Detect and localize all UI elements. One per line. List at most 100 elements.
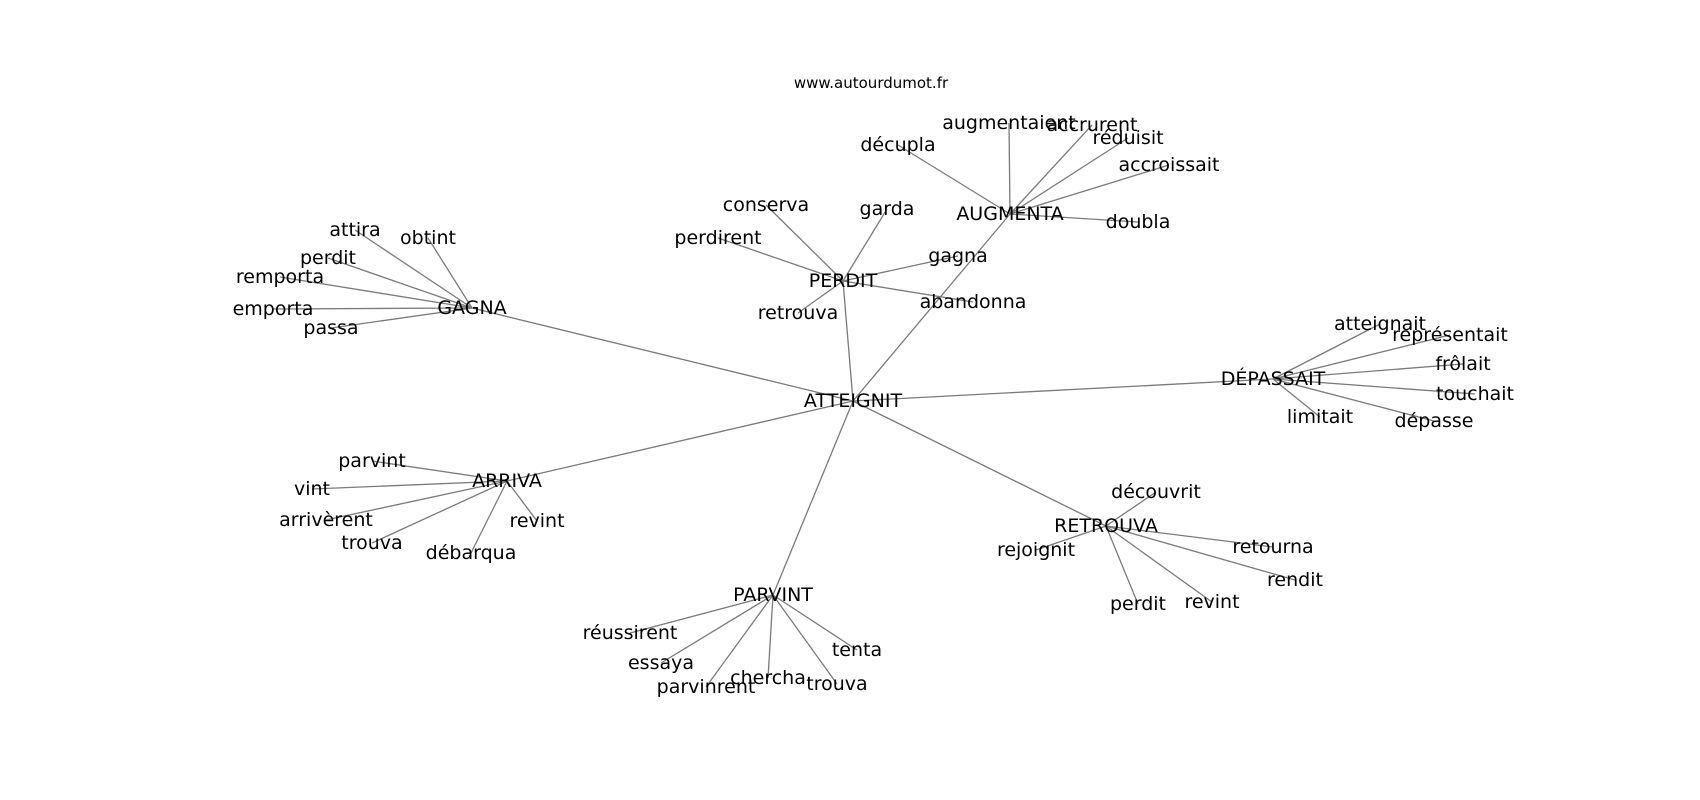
leaf-node-label[interactable]: conserva	[723, 194, 809, 216]
edge-hub-leaf	[1105, 525, 1213, 603]
edge-hub-leaf	[897, 144, 1011, 215]
hub-node-label[interactable]: GAGNA	[437, 297, 506, 319]
edge-root-hub	[471, 307, 854, 402]
leaf-node-label[interactable]: attira	[329, 219, 380, 241]
edge-hub-leaf	[1272, 378, 1476, 395]
leaf-node-label[interactable]: réussirent	[583, 622, 678, 644]
edge-hub-leaf	[1105, 525, 1139, 605]
leaf-node-label[interactable]: accroissait	[1118, 154, 1219, 176]
leaf-node-label[interactable]: découvrit	[1111, 481, 1201, 503]
leaf-node-label[interactable]: rendit	[1267, 569, 1323, 591]
edge-root-hub	[852, 378, 1274, 402]
edge-hub-leaf	[279, 276, 473, 309]
leaf-node-label[interactable]: perdirent	[674, 227, 761, 249]
edge-hub-leaf	[330, 307, 473, 329]
edge-hub-leaf	[427, 237, 473, 309]
leaf-node-label[interactable]: abandonna	[920, 291, 1027, 313]
edge-hub-leaf	[470, 480, 508, 554]
edge-hub-leaf	[272, 307, 473, 310]
edge-hub-leaf	[1272, 334, 1451, 380]
leaf-node-label[interactable]: décupla	[860, 134, 935, 156]
edge-hub-leaf	[1272, 323, 1381, 380]
hub-node-label[interactable]: PARVINT	[733, 584, 813, 606]
leaf-node-label[interactable]: remporta	[236, 266, 324, 288]
edge-hub-leaf	[371, 480, 508, 544]
leaf-node-label[interactable]: limitait	[1287, 406, 1353, 428]
edge-root-hub	[852, 213, 1011, 402]
leaf-node-label[interactable]: réduisit	[1092, 127, 1163, 149]
leaf-node-label[interactable]: parvint	[338, 450, 406, 472]
leaf-node-label[interactable]: retrouva	[758, 302, 838, 324]
leaf-node-label[interactable]: atteignait	[1334, 313, 1426, 335]
edge-hub-leaf	[797, 280, 844, 314]
edge-hub-leaf	[765, 204, 844, 282]
edge-hub-leaf	[1035, 525, 1107, 551]
edge-hub-leaf	[1008, 122, 1011, 215]
leaf-node-label[interactable]: revint	[509, 510, 564, 532]
edge-hub-leaf	[1272, 363, 1464, 380]
leaf-node-label[interactable]: arrivèrent	[279, 509, 373, 531]
edge-hub-leaf	[842, 255, 959, 282]
edge-hub-leaf	[1105, 525, 1274, 548]
leaf-node-label[interactable]: perdit	[1110, 593, 1166, 615]
leaf-node-label[interactable]: augmentaient	[942, 112, 1076, 134]
edge-hub-leaf	[354, 229, 473, 309]
leaf-node-label[interactable]: représentait	[1392, 324, 1508, 346]
leaf-node-label[interactable]: chercha	[730, 667, 806, 689]
edge-hub-leaf	[1009, 213, 1139, 223]
edge-hub-leaf	[1009, 137, 1129, 215]
edge-hub-leaf	[371, 460, 508, 482]
leaf-node-label[interactable]: tenta	[832, 639, 882, 661]
edge-hub-leaf	[325, 480, 508, 521]
edge-hub-leaf	[772, 594, 858, 651]
leaf-node-label[interactable]: perdit	[300, 247, 356, 269]
leaf-node-label[interactable]: rejoignit	[997, 539, 1075, 561]
edge-hub-leaf	[660, 594, 774, 664]
hub-node-label[interactable]: AUGMENTA	[956, 203, 1063, 225]
hub-node-label[interactable]: PERDIT	[809, 270, 878, 292]
root-node-label[interactable]: ATTEIGNIT	[804, 390, 903, 412]
edge-hub-leaf	[327, 257, 473, 309]
edge-hub-leaf	[1009, 124, 1093, 215]
edge-root-hub	[506, 400, 854, 482]
edge-hub-leaf	[842, 208, 888, 282]
leaf-node-label[interactable]: trouva	[341, 532, 402, 554]
leaf-node-label[interactable]: essaya	[628, 652, 694, 674]
site-caption: www.autourdumot.fr	[794, 74, 949, 92]
leaf-node-label[interactable]: dépasse	[1395, 410, 1474, 432]
leaf-node-label[interactable]: obtint	[400, 227, 456, 249]
edge-hub-leaf	[1105, 491, 1157, 527]
leaf-node-label[interactable]: retourna	[1232, 536, 1313, 558]
edge-hub-leaf	[1272, 378, 1435, 422]
edge-hub-leaf	[506, 480, 538, 522]
leaf-node-label[interactable]: passa	[303, 317, 358, 339]
edge-root-hub	[852, 400, 1107, 527]
edge-hub-leaf	[772, 594, 838, 685]
graph-edges	[272, 122, 1476, 688]
hub-node-label[interactable]: DÉPASSAIT	[1221, 367, 1326, 390]
leaf-node-label[interactable]: trouva	[806, 673, 867, 695]
leaf-node-label[interactable]: garda	[860, 198, 915, 220]
edge-hub-leaf	[705, 594, 774, 688]
edge-root-hub	[842, 280, 854, 402]
leaf-node-label[interactable]: gagna	[928, 245, 987, 267]
edge-hub-leaf	[717, 237, 844, 282]
leaf-node-label[interactable]: doubla	[1106, 211, 1171, 233]
hub-node-label[interactable]: RETROUVA	[1054, 515, 1158, 537]
leaf-node-label[interactable]: frôlait	[1435, 353, 1490, 375]
leaf-node-label[interactable]: revint	[1184, 591, 1239, 613]
edge-hub-leaf	[1009, 164, 1170, 215]
hub-node-label[interactable]: ARRIVA	[472, 470, 542, 492]
edge-hub-leaf	[629, 594, 774, 634]
edge-hub-leaf	[767, 594, 774, 679]
leaf-node-label[interactable]: parvinrent	[657, 676, 756, 698]
leaf-node-label[interactable]: débarqua	[426, 542, 517, 564]
leaf-node-label[interactable]: vint	[294, 478, 330, 500]
edge-hub-leaf	[311, 480, 508, 490]
leaf-node-label[interactable]: accrurent	[1047, 114, 1138, 136]
edge-root-hub	[772, 400, 854, 596]
edge-hub-leaf	[842, 280, 974, 303]
leaf-node-label[interactable]: emporta	[233, 298, 314, 320]
leaf-node-label[interactable]: touchait	[1436, 383, 1514, 405]
